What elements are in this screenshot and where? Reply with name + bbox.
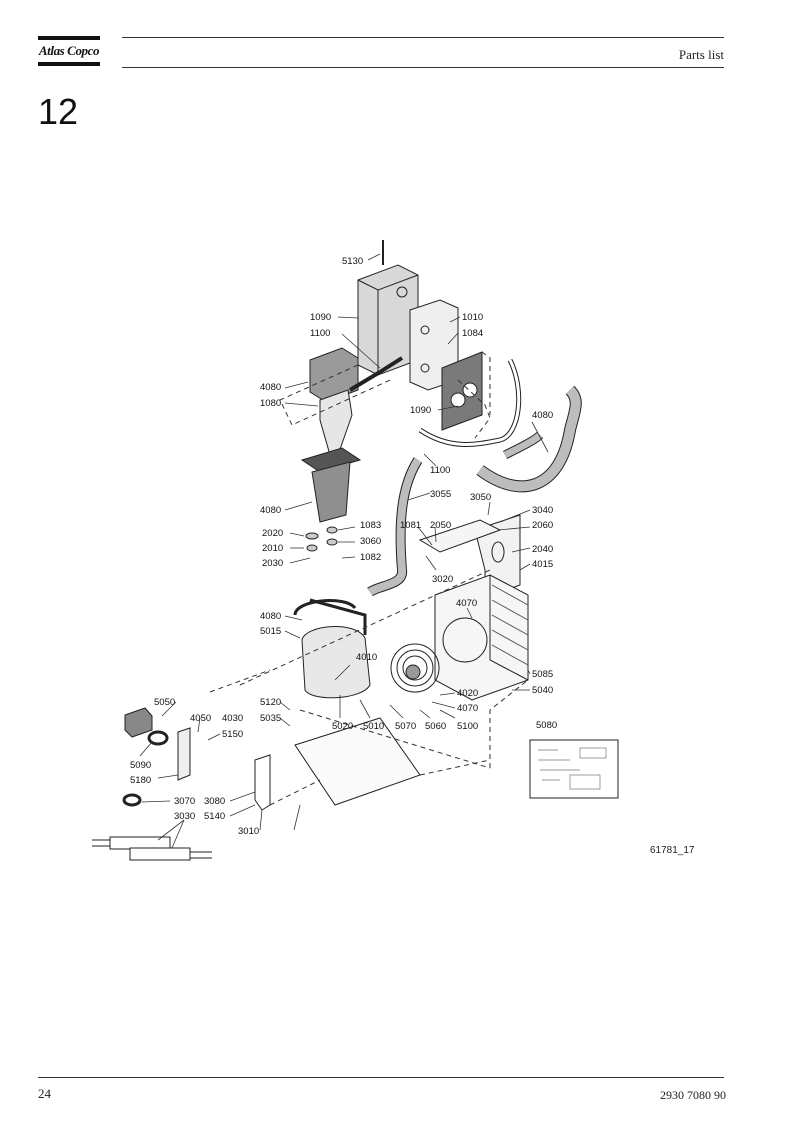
callout: 3055 [430, 489, 451, 500]
callout: 1090 [310, 312, 331, 323]
header-title: Parts list [678, 47, 724, 62]
callout: 2060 [532, 520, 553, 531]
document-number: 2930 7080 90 [660, 1088, 726, 1102]
footer-rule [38, 1077, 724, 1078]
callout: 3050 [470, 492, 491, 503]
callout: 4050 [190, 713, 211, 724]
logo-wordmark: Atlas Copco [38, 43, 100, 58]
callout: 4080 [260, 611, 281, 622]
callout: 1080 [260, 398, 281, 409]
callout: 1083 [360, 520, 381, 531]
figure-id: 61781_17 [650, 845, 695, 856]
callout: 1084 [462, 328, 483, 339]
callout: 4080 [532, 410, 553, 421]
callout: 2010 [262, 543, 283, 554]
callout: 4015 [532, 559, 553, 570]
logo-bar-bottom [38, 62, 100, 66]
callout: 5020 [332, 721, 353, 732]
callout: 2020 [262, 528, 283, 539]
callout: 2040 [532, 544, 553, 555]
callout: 2030 [262, 558, 283, 569]
callout: 4010 [356, 652, 377, 663]
exploded-parts-diagram: 5130 1090 1010 1100 1084 4080 1080 1090 … [92, 240, 619, 861]
callout: 3020 [432, 574, 453, 585]
callout: 5100 [457, 721, 478, 732]
callout: 5040 [532, 685, 553, 696]
callout: 5070 [395, 721, 416, 732]
callout: 4020 [457, 688, 478, 699]
callout: 4070 [456, 598, 477, 609]
callout: 4080 [260, 382, 281, 393]
callout: 5015 [260, 626, 281, 637]
callout: 5090 [130, 760, 151, 771]
header-rule-top [122, 37, 724, 38]
callout: 4070 [457, 703, 478, 714]
callout: 5150 [222, 729, 243, 740]
section-number: 12 [38, 91, 79, 132]
callout: 4080 [260, 505, 281, 516]
callout: 2050 [430, 520, 451, 531]
callout: 1082 [360, 552, 381, 563]
callout: 5060 [425, 721, 446, 732]
callout: 3030 [174, 811, 195, 822]
page-number: 24 [38, 1086, 51, 1101]
header-rule-bottom [122, 67, 724, 68]
callout: 5080 [536, 720, 557, 731]
logo-bar-top [38, 36, 100, 40]
callout: 5010 [363, 721, 384, 732]
callout: 5180 [130, 775, 151, 786]
callout: 3010 [238, 826, 259, 837]
callout: 5130 [342, 256, 363, 267]
callout: 1100 [310, 328, 330, 339]
callout: 3040 [532, 505, 553, 516]
callout: 5140 [204, 811, 225, 822]
callout: 4030 [222, 713, 243, 724]
callout: 3080 [204, 796, 225, 807]
callout: 5050 [154, 697, 175, 708]
callout: 5120 [260, 697, 281, 708]
callout: 1010 [462, 312, 483, 323]
callout: 1081 [400, 520, 421, 531]
callout: 1100 [430, 465, 450, 476]
callout: 5085 [532, 669, 553, 680]
callout: 3070 [174, 796, 195, 807]
callout: 1090 [410, 405, 431, 416]
atlas-copco-logo: Atlas Copco [38, 36, 100, 66]
callout: 3060 [360, 536, 381, 547]
callout: 5035 [260, 713, 281, 724]
